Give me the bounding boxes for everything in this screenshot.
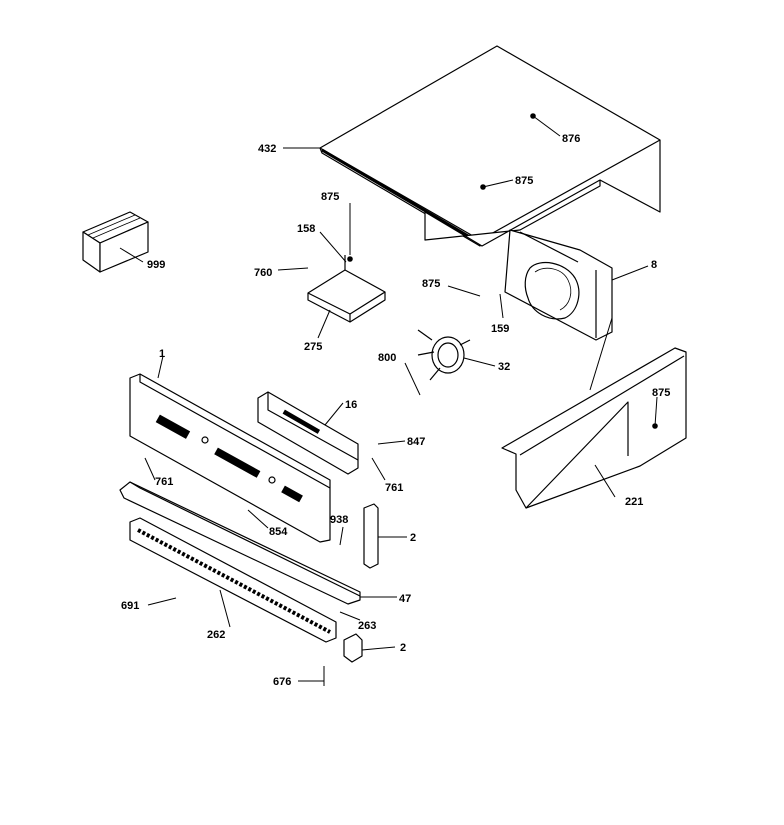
callout-999: 999 [147, 259, 165, 271]
callout-221: 221 [625, 496, 643, 508]
control-panel [129, 373, 331, 543]
display-board [257, 391, 359, 475]
callout-938: 938 [330, 514, 348, 526]
vent-grille [129, 517, 337, 643]
callout-16: 16 [345, 399, 357, 411]
callout-158: 158 [297, 223, 315, 235]
callout-159: 159 [491, 323, 509, 335]
top-cover [319, 45, 661, 247]
callout-275: 275 [304, 341, 322, 353]
callout-47: 47 [399, 593, 411, 605]
callout-875-rear: 875 [422, 278, 440, 290]
callout-labels: 432 876 875 875 158 999 760 875 8 159 27… [121, 133, 670, 688]
callout-875-top: 875 [515, 175, 533, 187]
callout-432: 432 [258, 143, 276, 155]
callout-875-bracket: 875 [321, 191, 339, 203]
callout-2-lower: 2 [400, 642, 406, 654]
callout-263: 263 [358, 620, 376, 632]
callout-262: 262 [207, 629, 225, 641]
callout-847: 847 [407, 436, 425, 448]
rear-panel [504, 229, 613, 341]
cartridge-box [82, 211, 149, 273]
callout-1: 1 [159, 348, 165, 360]
lead-lines [119, 115, 658, 686]
callout-800: 800 [378, 352, 396, 364]
callout-761-right: 761 [385, 482, 403, 494]
callout-876: 876 [562, 133, 580, 145]
control-bracket [307, 255, 386, 323]
side-trim [501, 347, 687, 509]
callout-2-upper: 2 [410, 532, 416, 544]
brackets [343, 503, 379, 663]
callout-691: 691 [121, 600, 139, 612]
convection-fan [417, 329, 471, 381]
callout-760: 760 [254, 267, 272, 279]
trim-bar [119, 481, 361, 605]
callout-8: 8 [651, 259, 657, 271]
callout-761-left: 761 [155, 476, 173, 488]
callout-854: 854 [269, 526, 288, 538]
callout-32: 32 [498, 361, 510, 373]
callout-875-side: 875 [652, 387, 670, 399]
callout-676: 676 [273, 676, 291, 688]
